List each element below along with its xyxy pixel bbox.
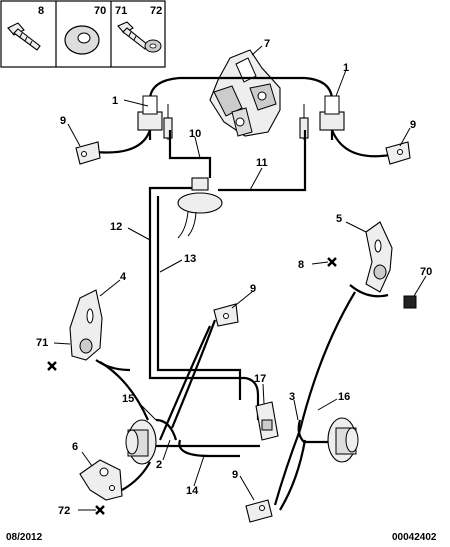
clip-9-upper-left (75, 141, 101, 165)
callout-9-center: 9 (250, 283, 256, 295)
clip-9-lower (245, 499, 273, 523)
callout-16: 16 (338, 391, 350, 403)
callout-1-right: 1 (343, 62, 349, 74)
callout-9-upper-left: 9 (60, 115, 66, 127)
legend-label-71: 71 (115, 5, 127, 17)
screw-marker-71 (47, 361, 57, 371)
callout-10: 10 (189, 128, 201, 140)
callout-13: 13 (184, 253, 196, 265)
legend-box: 8 70 71 72 (0, 0, 166, 68)
callout-70: 70 (420, 266, 432, 278)
valve-block-17 (255, 401, 279, 441)
clip-9-upper-right (385, 141, 411, 165)
callout-3: 3 (289, 391, 295, 403)
hose-bracket-right (299, 95, 391, 158)
callout-9-upper-right: 9 (410, 119, 416, 131)
callout-5: 5 (336, 213, 342, 225)
right-wheel-hub (297, 417, 359, 463)
callout-71: 71 (36, 337, 48, 349)
bracket-4-left (69, 289, 131, 372)
brake-compensator (177, 177, 223, 239)
callout-17: 17 (254, 373, 266, 385)
left-wheel-hub (121, 418, 178, 491)
callout-4: 4 (120, 271, 127, 283)
bracket-5-right (349, 221, 393, 298)
callout-1-left: 1 (112, 95, 118, 107)
screw-marker-8 (327, 257, 337, 267)
legend-label-8: 8 (38, 5, 44, 17)
callout-8: 8 (298, 259, 304, 271)
footer-reference: 00042402 (392, 532, 437, 543)
screw-with-washer-icon (117, 21, 162, 53)
washer-marker-70 (403, 295, 417, 309)
washer-icon (64, 25, 100, 55)
callout-2: 2 (156, 459, 162, 471)
callout-6: 6 (72, 441, 78, 453)
callout-11: 11 (256, 157, 268, 169)
callout-12: 12 (110, 221, 122, 233)
callout-9-lower: 9 (232, 469, 238, 481)
bolt-icon (7, 22, 41, 51)
legend-label-72: 72 (150, 5, 162, 17)
callout-72: 72 (58, 505, 70, 517)
callout-15: 15 (122, 393, 134, 405)
callout-14: 14 (186, 485, 199, 497)
leader-lines (53, 45, 427, 511)
callout-7: 7 (264, 38, 270, 50)
legend-label-70: 70 (94, 5, 106, 17)
bracket-6-left (79, 459, 123, 501)
clip-9-center (213, 303, 239, 327)
footer-date: 08/2012 (6, 532, 43, 543)
pedal-bracket (209, 49, 281, 137)
screw-marker-72 (95, 505, 105, 515)
